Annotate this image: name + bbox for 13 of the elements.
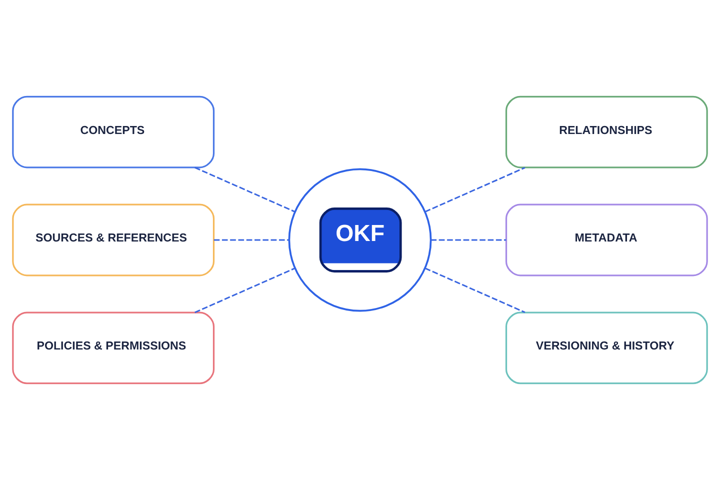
node-box: SOURCES & REFERENCES [12, 204, 215, 276]
connector [424, 268, 526, 314]
connector [430, 239, 506, 241]
node-box: VERSIONING & HISTORY [505, 312, 708, 384]
node-box: CONCEPTS [12, 96, 215, 168]
connector [194, 166, 295, 212]
node-box: RELATIONSHIPS [505, 96, 708, 168]
node-box: POLICIES & PERMISSIONS [12, 312, 215, 384]
connector [194, 268, 295, 314]
connector [424, 166, 526, 212]
connector [214, 239, 290, 241]
node-circle: OKF [288, 168, 432, 312]
node-box: METADATA [505, 204, 708, 276]
